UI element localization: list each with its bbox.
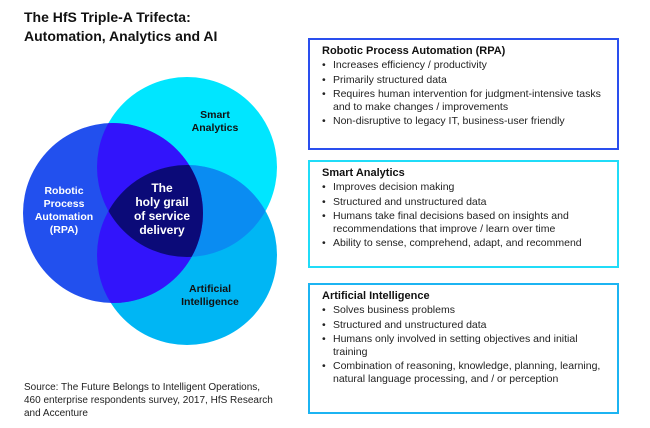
label-line: Automation [34, 211, 94, 223]
list-item: Structured and unstructured data [322, 319, 607, 332]
source-note: Source: The Future Belongs to Intelligen… [24, 382, 273, 419]
label-line: (RPA) [49, 224, 79, 236]
ai-box: Artificial Intelligence Solves business … [308, 283, 619, 414]
page-title: The HfS Triple-A Trifecta: Automation, A… [24, 8, 217, 46]
title-line: The HfS Triple-A Trifecta: [24, 9, 191, 25]
bullet-list: Solves business problems Structured and … [322, 304, 607, 385]
label-line: delivery [139, 223, 185, 237]
list-item: Ability to sense, comprehend, adapt, and… [322, 237, 607, 250]
bullet-list: Improves decision making Structured and … [322, 181, 607, 250]
label-line: Artificial [188, 283, 231, 295]
label-line: Smart [200, 109, 230, 121]
venn-diagram [23, 77, 277, 345]
list-item: Solves business problems [322, 304, 607, 317]
label-line: holy grail [135, 195, 189, 209]
ai-label: Artificial Intelligence [170, 283, 250, 309]
label-line: Analytics [191, 122, 239, 134]
label-line: The [151, 181, 173, 195]
label-line: Intelligence [181, 296, 239, 308]
list-item: Increases efficiency / productivity [322, 59, 607, 72]
list-item: Improves decision making [322, 181, 607, 194]
bullet-list: Increases efficiency / productivity Prim… [322, 59, 607, 128]
title-line: Automation, Analytics and AI [24, 28, 218, 44]
box-title: Smart Analytics [322, 167, 405, 179]
list-item: Humans take final decisions based on ins… [322, 210, 607, 235]
list-item: Humans only involved in setting objectiv… [322, 333, 607, 358]
rpa-label: Robotic Process Automation (RPA) [26, 185, 102, 237]
box-title: Robotic Process Automation (RPA) [322, 45, 506, 57]
label-line: Robotic [44, 185, 84, 197]
center-label: The holy grail of service delivery [124, 181, 200, 237]
list-item: Structured and unstructured data [322, 196, 607, 209]
rpa-box: Robotic Process Automation (RPA) Increas… [308, 38, 619, 150]
label-line: of service [133, 209, 191, 223]
analytics-label: Smart Analytics [180, 109, 250, 135]
list-item: Combination of reasoning, knowledge, pla… [322, 360, 607, 385]
list-item: Primarily structured data [322, 74, 607, 87]
analytics-box: Smart Analytics Improves decision making… [308, 160, 619, 268]
box-title: Artificial Intelligence [322, 290, 430, 302]
list-item: Requires human intervention for judgment… [322, 88, 607, 113]
list-item: Non-disruptive to legacy IT, business-us… [322, 115, 607, 128]
center-overlap [97, 165, 203, 257]
label-line: Process [43, 198, 85, 210]
